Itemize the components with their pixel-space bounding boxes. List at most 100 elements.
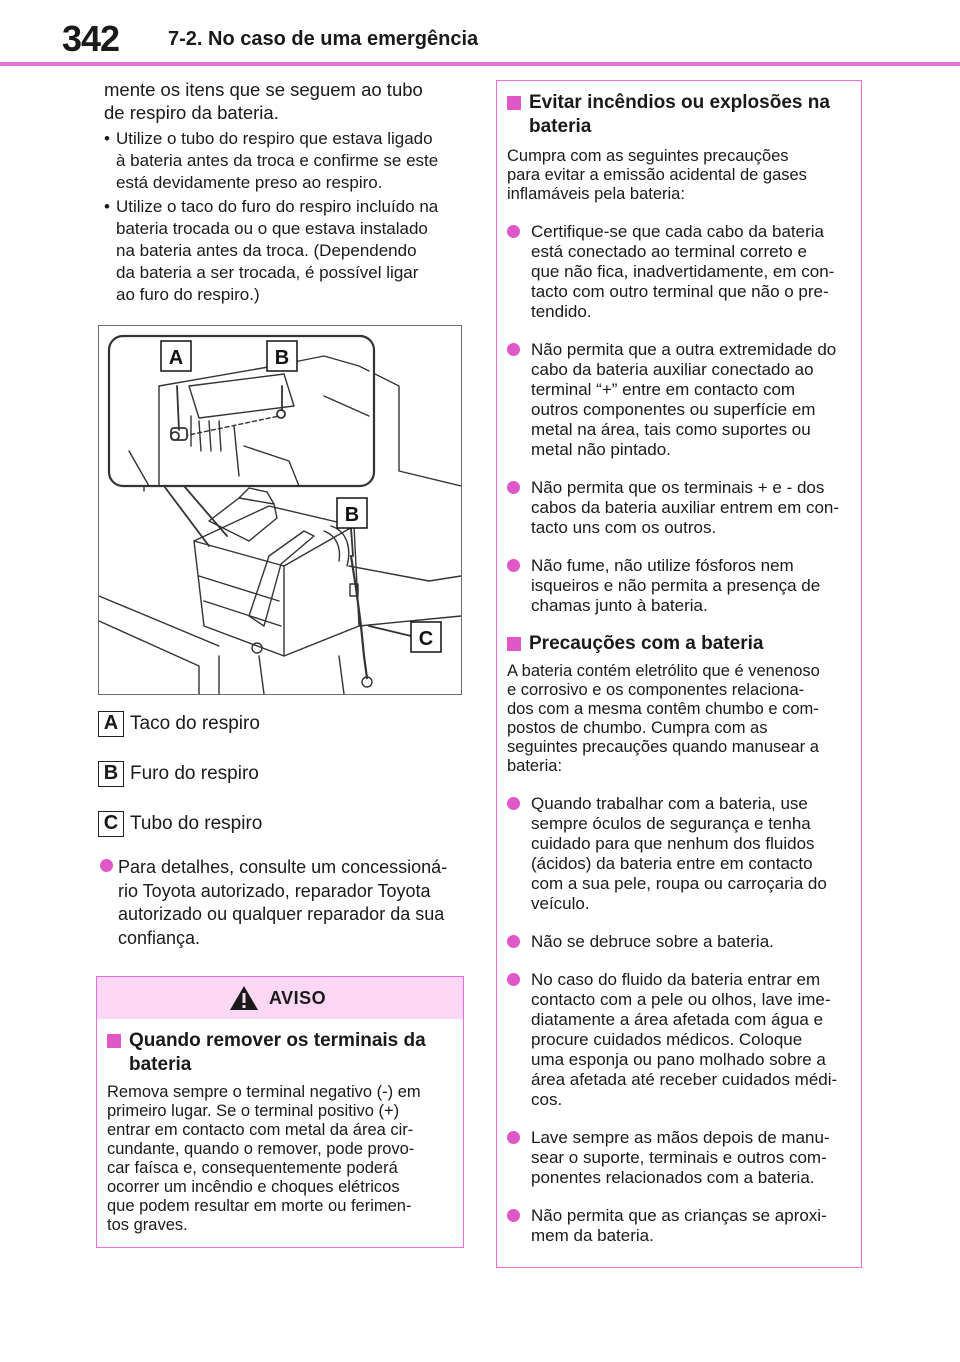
precaution-item: Não permita que a outra extremidade do c… (507, 340, 851, 460)
note-line: confiança. (118, 927, 201, 948)
text-line: contacto com a pele ou olhos, lave ime- (531, 990, 831, 1009)
legend-key: B (98, 761, 124, 787)
bullet-line: Utilize o tubo do respiro que estava lig… (116, 129, 433, 148)
text-line: cos. (531, 1090, 563, 1109)
text-line: Não fume, não utilize fósforos nem (531, 556, 794, 575)
warning-triangle-icon (230, 986, 258, 1010)
warning-heading: Quando remover os terminais da bateria (107, 1029, 453, 1077)
header-divider (0, 62, 960, 66)
text-line: tendido. (531, 302, 592, 321)
text-line: sempre óculos de segurança e tenha (531, 814, 811, 833)
legend-row: C Tubo do respiro (98, 811, 262, 837)
legend-label: Taco do respiro (130, 713, 260, 734)
legend-row: A Taco do respiro (98, 711, 260, 737)
text-line: cabo da bateria auxiliar conectado ao (531, 360, 814, 379)
bullet-mark: • (104, 129, 110, 148)
battery-vent-illustration: A B B C (98, 325, 462, 695)
text-line: seguintes precauções quando manusear a (507, 738, 819, 756)
note-line: rio Toyota autorizado, reparador Toyota (118, 880, 431, 901)
text-line: para evitar a emissão acidental de gases (507, 166, 807, 184)
callout-label-c: C (419, 628, 433, 650)
callout-box (336, 497, 368, 529)
legend-label: Tubo do respiro (130, 813, 263, 834)
intro-paragraph: mente os itens que se seguem ao tubo de … (104, 78, 466, 124)
text-line: tacto uns com os outros. (531, 518, 717, 537)
text-line: metal não pintado. (531, 440, 671, 459)
callout-box (160, 340, 192, 372)
bullet-line: ao furo do respiro.) (116, 285, 260, 304)
intro-line: de respiro da bateria. (104, 102, 279, 123)
text-line: procure cuidados médicos. Coloque (531, 1030, 803, 1049)
bullet-dot (507, 935, 520, 948)
bullet-line: está devidamente preso ao respiro. (116, 173, 383, 192)
precaution-item: Não se debruce sobre a bateria. (507, 932, 851, 952)
dealer-note: Para detalhes, consulte um concessioná- … (100, 856, 462, 950)
battery-drawing: A B B C (99, 334, 461, 694)
bullet-dot (507, 559, 520, 572)
text-line: cuidado para que nenhum dos fluidos (531, 834, 815, 853)
square-bullet-icon (507, 96, 521, 110)
bullet-line: na bateria antes da troca. (Dependendo (116, 241, 417, 260)
bullet-line: bateria trocada ou o que estava instalad… (116, 219, 428, 238)
text-line: primeiro lugar. Se o terminal positivo (… (107, 1102, 400, 1120)
heading-line: Quando remover os terminais da (129, 1030, 426, 1051)
precautions-box: Evitar incêndios ou explosões na bateria… (496, 80, 862, 1268)
bullet-dot (507, 225, 520, 238)
text-line: chamas junto à bateria. (531, 596, 708, 615)
left-column: mente os itens que se seguem ao tubo de … (104, 78, 466, 308)
text-line: No caso do fluido da bateria entrar em (531, 970, 821, 989)
text-line: tos graves. (107, 1216, 188, 1234)
text-line: Quando trabalhar com a bateria, use (531, 794, 808, 813)
text-line: que podem resultar em morte ou ferimen- (107, 1197, 412, 1215)
text-line: e corrosivo e os componentes relaciona- (507, 681, 805, 699)
text-line: uma esponja ou pano molhado sobre a (531, 1050, 826, 1069)
bullet-dot (507, 797, 520, 810)
precaution-item: Quando trabalhar com a bateria, use semp… (507, 794, 851, 914)
text-line: ocorrer um incêndio e choques elétricos (107, 1178, 400, 1196)
battery-precautions-heading: Precauções com a bateria (507, 632, 851, 656)
text-line: terminal “+” entre em contacto com (531, 380, 796, 399)
warning-box: AVISO Quando remover os terminais da bat… (96, 976, 464, 1248)
text-line: (ácidos) da bateria entre em contacto (531, 854, 813, 873)
precaution-item: Não permita que as crianças se aproxi- m… (507, 1206, 851, 1246)
text-line: dos com a mesma contêm chumbo e com- (507, 700, 819, 718)
bullet-dot (507, 481, 520, 494)
square-bullet-icon (507, 637, 521, 651)
text-line: Não permita que a outra extremidade do (531, 340, 837, 359)
warning-header: AVISO (97, 977, 463, 1019)
text-line: A bateria contém eletrólito que é veneno… (507, 662, 820, 680)
text-line: Cumpra com as seguintes precauções (507, 147, 789, 165)
warning-title: AVISO (269, 988, 327, 1008)
text-line: car faísca e, consequentemente poderá (107, 1159, 398, 1177)
text-line: veículo. (531, 894, 590, 913)
text-line: mem da bateria. (531, 1226, 654, 1245)
page-number: 342 (62, 18, 120, 59)
heading-line: Precauções com a bateria (529, 633, 764, 654)
legend-key: A (98, 711, 124, 737)
heading-line: bateria (129, 1054, 192, 1075)
bullet-mark: • (104, 197, 110, 216)
bullet-line: Utilize o taco do furo do respiro incluí… (116, 197, 439, 216)
text-line: inflamáveis pela bateria: (507, 185, 685, 203)
note-line: autorizado ou qualquer reparador da sua (118, 904, 445, 924)
legend-key: C (98, 811, 124, 837)
section-title: 7-2. No caso de uma emergência (168, 28, 479, 50)
precaution-item: Certifique-se que cada cabo da bateria e… (507, 222, 851, 322)
callout-label-a: A (169, 347, 183, 369)
text-line: bateria: (507, 757, 563, 775)
bullet-item: • Utilize o tubo do respiro que estava l… (104, 128, 466, 194)
bullet-dot (100, 859, 113, 872)
precaution-item: No caso do fluido da bateria entrar em c… (507, 970, 851, 1110)
text-line: Não permita que as crianças se aproxi- (531, 1206, 827, 1225)
bullet-dot (507, 343, 520, 356)
text-line: Certifique-se que cada cabo da bateria (531, 222, 824, 241)
section-intro: Cumpra com as seguintes precauções para … (507, 147, 851, 204)
text-line: que não fica, inadvertidamente, em con- (531, 262, 835, 281)
warning-body: Quando remover os terminais da bateria R… (97, 1019, 463, 1235)
text-line: está conectado ao terminal correto e (531, 242, 807, 261)
text-line: sear o suporte, terminais e outros com- (531, 1148, 827, 1167)
bullet-list: • Utilize o tubo do respiro que estava l… (104, 128, 466, 306)
text-line: ponentes relacionados com a bateria. (531, 1168, 815, 1187)
text-line: diatamente a área afetada com água e (531, 1010, 824, 1029)
heading-line: bateria (529, 116, 592, 137)
